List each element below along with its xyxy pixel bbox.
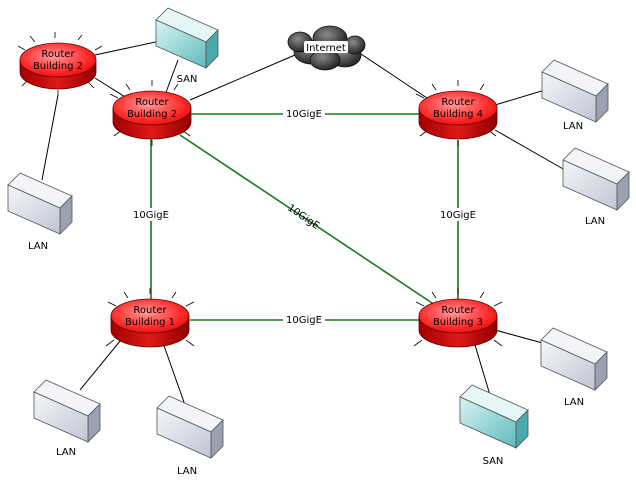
router-label-line2: Building 1 <box>125 317 175 328</box>
link-r1-lan-left <box>79 334 126 391</box>
device-lan-b4-top: LAN <box>541 59 609 132</box>
router-icon <box>415 80 498 146</box>
link-label-b4-b3: 10GigE <box>440 210 476 221</box>
device-san-b2: SAN <box>155 7 219 85</box>
router-building-2-edge: Router Building 2 <box>17 32 103 96</box>
device-lan-b4-bottom: LAN <box>562 147 630 227</box>
router-building-2-core: Router Building 2 <box>109 80 192 146</box>
router-label-line2: Building 4 <box>433 109 483 120</box>
router-label-line1: Router <box>133 305 167 316</box>
link-r1-lan-right <box>161 339 186 406</box>
san-label: SAN <box>483 456 504 467</box>
link-internet-r4 <box>354 49 431 101</box>
link-r2b-san <box>164 59 179 96</box>
link-r2a-lan <box>41 94 59 181</box>
link-labels: 10GigE 10GigE 10GigE 10GigE 10GigE <box>130 107 479 326</box>
router-icon <box>109 80 192 146</box>
router-building-4: Router Building 4 <box>415 80 498 146</box>
router-label-line2: Building 3 <box>433 317 483 328</box>
router-icon <box>105 288 195 348</box>
router-label-line1: Router <box>441 305 475 316</box>
link-r2a-san <box>94 39 166 56</box>
internet-label: Internet <box>306 43 346 54</box>
plain-links <box>41 39 566 406</box>
lan-label: LAN <box>564 397 584 408</box>
router-icon <box>17 32 103 96</box>
router-label-line1: Router <box>135 97 169 108</box>
lan-label: LAN <box>56 447 76 458</box>
computer-icon <box>541 59 609 123</box>
computer-icon <box>156 395 224 459</box>
computer-icon <box>562 147 630 211</box>
link-b2-b3 <box>179 134 436 306</box>
router-label-line1: Router <box>441 97 475 108</box>
lan-label: LAN <box>28 241 48 252</box>
link-label-b1-b3: 10GigE <box>286 315 322 326</box>
router-label-line1: Router <box>41 49 75 60</box>
device-lan-b1-right: LAN <box>156 395 224 477</box>
storage-icon <box>459 384 529 449</box>
link-r4-lan-bottom <box>494 129 566 171</box>
link-r3-san <box>474 344 491 396</box>
device-lan-b3: LAN <box>540 327 608 408</box>
link-r2b-internet <box>189 54 296 101</box>
computer-icon <box>7 172 73 235</box>
san-label: SAN <box>177 74 198 85</box>
lan-label: LAN <box>585 216 605 227</box>
router-building-1: Router Building 1 <box>105 288 195 348</box>
router-icon <box>413 288 503 348</box>
link-label-b2-b1: 10GigE <box>133 210 169 221</box>
link-label-b2-b4: 10GigE <box>286 109 322 120</box>
link-r4-lan-top <box>494 89 546 106</box>
storage-icon <box>155 7 219 69</box>
device-san-b3: SAN <box>459 384 529 467</box>
computer-icon <box>540 327 608 391</box>
internet-cloud: Internet <box>287 25 366 71</box>
device-lan-b1-left: LAN <box>33 379 101 458</box>
router-building-3: Router Building 3 <box>413 288 503 348</box>
link-label-b2-b3: 10GigE <box>285 203 321 232</box>
router-label-line2: Building 2 <box>33 61 83 72</box>
device-lan-b2: LAN <box>7 172 73 252</box>
lan-label: LAN <box>563 121 583 132</box>
lan-label: LAN <box>177 466 197 477</box>
router-label-line2: Building 2 <box>127 109 177 120</box>
computer-icon <box>33 379 101 443</box>
